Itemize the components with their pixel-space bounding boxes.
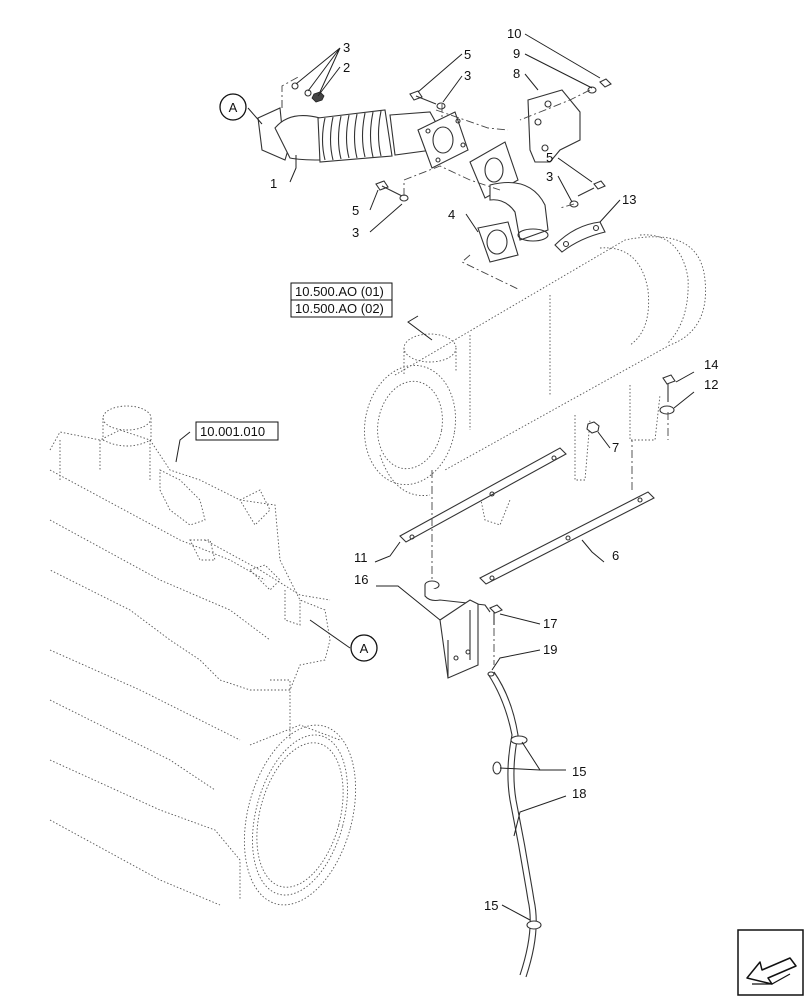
callout-3: 3 — [464, 68, 471, 83]
callout-7: 7 — [612, 440, 619, 455]
mounting-bracket — [527, 89, 581, 163]
muffler-ref-1: 10.500.AO (01) — [295, 284, 384, 299]
callout-11: 11 — [354, 550, 368, 565]
elbow-pipe — [469, 141, 549, 242]
callout-9: 9 — [513, 46, 520, 61]
leader-lines — [175, 33, 695, 921]
callout-8: 8 — [513, 66, 520, 81]
muffler-ref-2: 10.500.AO (02) — [295, 301, 384, 316]
callout-3: 3 — [352, 225, 359, 240]
engine-ref: 10.001.010 — [200, 424, 265, 439]
callout-10: 10 — [507, 26, 521, 41]
fasteners — [291, 78, 676, 625]
drain-tube — [487, 671, 542, 978]
marker-label: A — [360, 641, 369, 656]
callout-19: 19 — [543, 642, 557, 657]
callout-17: 17 — [543, 616, 557, 631]
muffler — [364, 234, 706, 526]
flex-exhaust-pipe — [257, 107, 469, 169]
connection-marker-engine: A — [350, 634, 378, 662]
assembly-lines — [281, 75, 669, 665]
callout-5: 5 — [352, 203, 359, 218]
engine-outline — [49, 405, 357, 906]
callout-labels: 3 2 1 5 3 5 3 4 10 9 8 5 3 13 14 12 7 6 … — [270, 26, 718, 913]
marker-label: A — [229, 100, 238, 115]
muffler-reference-box: 10.500.AO (01) 10.500.AO (02) — [290, 282, 393, 318]
clamp — [554, 221, 606, 253]
callout-6: 6 — [612, 548, 619, 563]
gasket — [477, 221, 519, 263]
arrow-down-left-icon[interactable] — [737, 929, 804, 996]
callout-13: 13 — [622, 192, 636, 207]
callout-15: 15 — [572, 764, 586, 779]
callout-18: 18 — [572, 786, 586, 801]
callout-14: 14 — [704, 357, 718, 372]
callout-3: 3 — [546, 169, 553, 184]
callout-12: 12 — [704, 377, 718, 392]
callout-5: 5 — [464, 47, 471, 62]
connection-marker-top: A — [219, 93, 247, 121]
callout-5: 5 — [546, 150, 553, 165]
callout-4: 4 — [448, 207, 455, 222]
heat-shield-strips — [399, 447, 655, 585]
callout-1: 1 — [270, 176, 277, 191]
engine-reference-box: 10.001.010 — [195, 421, 279, 441]
callout-15: 15 — [484, 898, 498, 913]
callout-3: 3 — [343, 40, 350, 55]
callout-16: 16 — [354, 572, 368, 587]
callout-2: 2 — [343, 60, 350, 75]
drain-mount-bracket — [424, 580, 491, 679]
